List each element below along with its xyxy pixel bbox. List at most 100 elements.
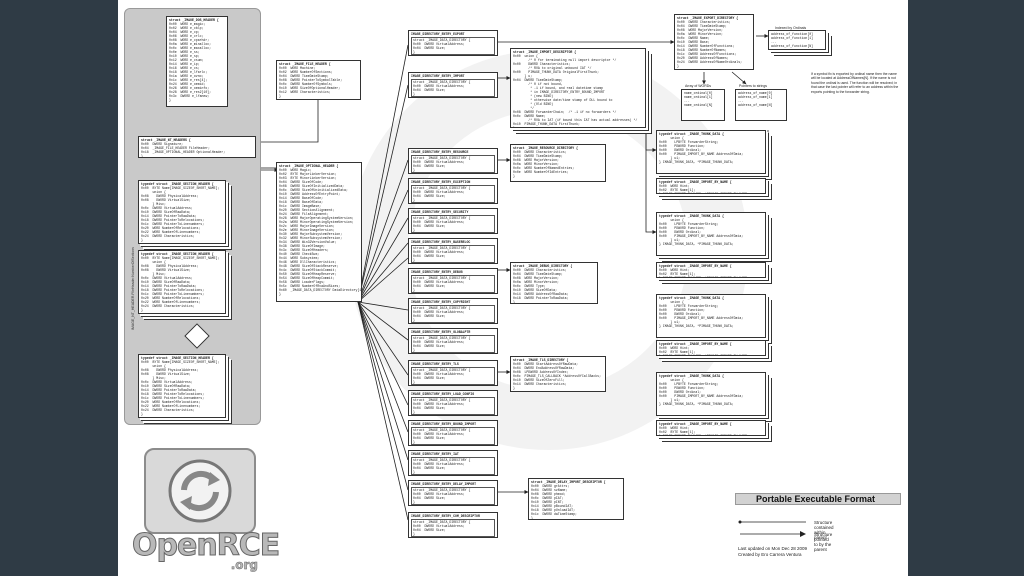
delay-import-title: struct _IMAGE_DELAY_IMPORT_DESCRIPTOR {	[531, 480, 606, 484]
thunk-data-title-1: typedef struct _IMAGE_THUNK_DATA {	[659, 132, 725, 136]
pointer-line-icon	[740, 531, 806, 537]
thunk-data-box-3: typedef struct _IMAGE_THUNK_DATA { union…	[656, 294, 766, 338]
data-directory-struct: struct _IMAGE_DATA_DIRECTORY { 0x00 DWOR…	[411, 487, 495, 505]
import-by-name-title-1: typedef struct _IMAGE_IMPORT_BY_NAME {	[659, 180, 732, 184]
optional-header-fields: 0x00 WORD Magic; 0x02 BYTE MajorLinkerVe…	[279, 168, 362, 296]
data-directory-struct: struct _IMAGE_DATA_DIRECTORY { 0x00 DWOR…	[411, 215, 495, 233]
file-header-title: struct _IMAGE_FILE_HEADER {	[279, 62, 331, 66]
thunk-data-title-4: typedef struct _IMAGE_THUNK_DATA {	[659, 374, 725, 378]
indexed-label: Indexed by Ordinals	[775, 26, 807, 30]
directory-entry-name: IMAGE_DIRECTORY_ENTRY_EXCEPTION	[411, 180, 471, 184]
directory-entry-name: IMAGE_DIRECTORY_ENTRY_BOUND_IMPORT	[411, 422, 477, 426]
import-by-name-box-2: typedef struct _IMAGE_IMPORT_BY_NAME {0x…	[656, 262, 766, 278]
nt-headers-title: struct _IMAGE_NT_HEADERS {	[141, 138, 191, 142]
tls-directory-fields: 0x00 DWORD StartAddressOfRawData; 0x04 D…	[513, 362, 601, 390]
debug-directory-fields: 0x00 DWORD Characteristics; 0x04 DWORD T…	[513, 268, 569, 304]
logo-subtext: .org	[230, 558, 258, 573]
tls-directory-title: struct _IMAGE_TLS_DIRECTORY {	[513, 358, 569, 362]
thunk-data-box-4: typedef struct _IMAGE_THUNK_DATA { union…	[656, 372, 766, 416]
thunk-data-title-2: typedef struct _IMAGE_THUNK_DATA {	[659, 214, 725, 218]
data-directory-struct: struct _IMAGE_DATA_DIRECTORY { 0x00 DWOR…	[411, 245, 495, 263]
dos-header-title: struct _IMAGE_DOS_HEADER {	[169, 18, 219, 22]
import-by-name-fields-1: 0x00 WORD Hint; 0x02 BYTE Name[1]; } IMA…	[659, 184, 749, 194]
section-header-fields-1: 0x00 BYTE Name[IMAGE_SIZEOF_SHORT_NAME];…	[141, 186, 220, 242]
resource-directory-fields: 0x00 DWORD Characteristics; 0x04 DWORD T…	[513, 150, 575, 178]
export-directory-box: struct _IMAGE_EXPORT_DIRECTORY {0x00 DWO…	[674, 14, 754, 70]
nt-headers-box: struct _IMAGE_NT_HEADERS {0x00 DWORD Sig…	[138, 136, 256, 158]
directory-entry-name: IMAGE_DIRECTORY_ENTRY_EXPORT	[411, 32, 465, 36]
data-directory-struct: struct _IMAGE_DATA_DIRECTORY { 0x00 DWOR…	[411, 519, 495, 537]
section-header-title-1: typedef struct _IMAGE_SECTION_HEADER {	[141, 182, 214, 186]
data-directory-struct: struct _IMAGE_DATA_DIRECTORY { 0x00 DWOR…	[411, 185, 495, 203]
section-header-title-2: typedef struct _IMAGE_SECTION_HEADER {	[141, 252, 214, 256]
import-descriptor-box: struct _IMAGE_IMPORT_DESCRIPTOR {0x00 un…	[510, 48, 646, 128]
diagram-title: Portable Executable Format	[735, 493, 901, 505]
resource-directory-title: struct _IMAGE_RESOURCE_DIRECTORY {	[513, 146, 579, 150]
export-directory-title: struct _IMAGE_EXPORT_DIRECTORY {	[677, 16, 739, 20]
directory-entry-name: IMAGE_DIRECTORY_ENTRY_RESOURCE	[411, 150, 469, 154]
import-by-name-fields-4: 0x00 WORD Hint; 0x02 BYTE Name[1]; } IMA…	[659, 426, 749, 436]
thunk-data-fields-2: union { 0x00 LPBYTE ForwarderString; 0x0…	[659, 218, 744, 246]
thunk-data-box-2: typedef struct _IMAGE_THUNK_DATA { union…	[656, 212, 766, 256]
resource-directory-box: struct _IMAGE_RESOURCE_DIRECTORY {0x00 D…	[510, 144, 606, 182]
ordinals-array-box: name_ordinal[0] name_ordinal[1] ... name…	[681, 89, 725, 121]
thunk-data-title-3: typedef struct _IMAGE_THUNK_DATA {	[659, 296, 725, 300]
debug-directory-box: struct _IMAGE_DEBUG_DIRECTORY {0x00 DWOR…	[510, 262, 598, 304]
nt-to-file-line	[261, 100, 319, 143]
thunk-data-box-1: typedef struct _IMAGE_THUNK_DATA { union…	[656, 130, 766, 174]
data-directory-struct: struct _IMAGE_DATA_DIRECTORY { 0x00 DWOR…	[411, 397, 495, 415]
directory-entry-name: IMAGE_DIRECTORY_ENTRY_TLS	[411, 362, 459, 366]
openrce-logo: OpenRCE .org	[132, 448, 281, 573]
data-directory-struct: struct _IMAGE_DATA_DIRECTORY { 0x00 DWOR…	[411, 427, 495, 445]
delay-import-box: struct _IMAGE_DELAY_IMPORT_DESCRIPTOR {0…	[528, 478, 624, 520]
tls-directory-box: struct _IMAGE_TLS_DIRECTORY {0x00 DWORD …	[510, 356, 606, 392]
data-directory-struct: struct _IMAGE_DATA_DIRECTORY { 0x00 DWOR…	[411, 305, 495, 323]
directory-entry-name: IMAGE_DIRECTORY_ENTRY_DELAY_IMPORT	[411, 482, 477, 486]
optional-header-title: struct _IMAGE_OPTIONAL_HEADER {	[279, 164, 339, 168]
dos-header-fields: 0x00 WORD e_magic; 0x02 WORD e_cblp; 0x0…	[169, 22, 212, 102]
file-header-fields: 0x00 WORD Machine; 0x02 WORD NumberOfSec…	[279, 66, 343, 98]
data-directory-struct: struct _IMAGE_DATA_DIRECTORY { 0x00 DWOR…	[411, 155, 495, 173]
thunk-data-fields-3: union { 0x00 LPBYTE ForwarderString; 0x0…	[659, 300, 744, 328]
directory-entry-name: IMAGE_DIRECTORY_ENTRY_DEBUG	[411, 270, 463, 274]
optional-header-box: struct _IMAGE_OPTIONAL_HEADER {0x00 WORD…	[276, 162, 362, 302]
last-updated: Last updated on Mon Dec 28 2009	[738, 546, 808, 551]
import-by-name-title-4: typedef struct _IMAGE_IMPORT_BY_NAME {	[659, 422, 732, 426]
data-directory-struct: struct _IMAGE_DATA_DIRECTORY { 0x00 DWOR…	[411, 367, 495, 385]
data-directory-struct: struct _IMAGE_DATA_DIRECTORY { 0x00 DWOR…	[411, 37, 495, 55]
legend-pointed-label: Structure pointed to by the parent	[814, 532, 833, 552]
section-header-box-2: typedef struct _IMAGE_SECTION_HEADER {0x…	[138, 250, 226, 314]
import-by-name-box-4: typedef struct _IMAGE_IMPORT_BY_NAME {0x…	[656, 420, 766, 436]
optional-to-export-line	[357, 44, 409, 303]
functions-array-fields: address_of_function[0] address_of_functi…	[771, 32, 814, 48]
data-directory-struct: struct _IMAGE_DATA_DIRECTORY { 0x00 DWOR…	[411, 457, 495, 475]
names-array-fields: address_of_name[0] address_of_name[1] ..…	[738, 91, 773, 107]
forwarder-note: If a symbol fix is exported by ordinal n…	[811, 72, 899, 94]
directory-entry-name: IMAGE_DIRECTORY_ENTRY_COPYRIGHT	[411, 300, 471, 304]
directory-entry-name: IMAGE_DIRECTORY_ENTRY_GLOBALPTR	[411, 330, 471, 334]
section-count-label: IMAGE_NT_HEADER.FileHeader.NumberOfSecti…	[131, 247, 135, 330]
directory-entry-name: IMAGE_DIRECTORY_ENTRY_COM_DESCRIPTOR	[411, 514, 480, 518]
thunk-data-fields-1: union { 0x00 LPBYTE ForwarderString; 0x0…	[659, 136, 744, 164]
nt-headers-fields: 0x00 DWORD Signature; 0x04 _IMAGE_FILE_H…	[141, 142, 226, 158]
contained-line-icon	[738, 520, 806, 524]
functions-array-box: address_of_function[0] address_of_functi…	[768, 30, 826, 50]
pointers-strings-label: Pointers to strings	[739, 84, 768, 88]
import-by-name-title-3: typedef struct _IMAGE_IMPORT_BY_NAME {	[659, 342, 732, 346]
ordinals-array-fields: name_ordinal[0] name_ordinal[1] ... name…	[684, 91, 713, 107]
export-directory-fields: 0x00 DWORD Characteristics; 0x04 DWORD T…	[677, 20, 743, 68]
directory-entry-name: IMAGE_DIRECTORY_ENTRY_BASERELOC	[411, 240, 471, 244]
names-array-box: address_of_name[0] address_of_name[1] ..…	[735, 89, 787, 121]
import-by-name-fields-3: 0x00 WORD Hint; 0x02 BYTE Name[1]; } IMA…	[659, 346, 749, 356]
data-directory-struct: struct _IMAGE_DATA_DIRECTORY { 0x00 DWOR…	[411, 79, 495, 97]
directory-entry-name: IMAGE_DIRECTORY_ENTRY_IAT	[411, 452, 459, 456]
data-directory-struct: struct _IMAGE_DATA_DIRECTORY { 0x00 DWOR…	[411, 335, 495, 353]
